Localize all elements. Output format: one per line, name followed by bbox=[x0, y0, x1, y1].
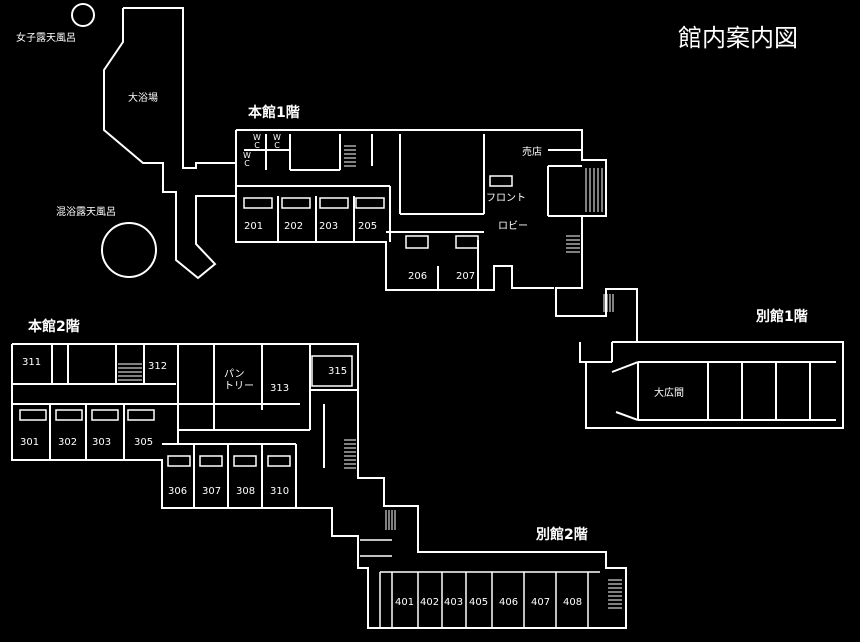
room-407: 407 bbox=[531, 597, 551, 608]
label-wc-3: W C bbox=[243, 151, 251, 168]
women-bath-pool bbox=[71, 3, 95, 27]
room-206: 206 bbox=[408, 271, 428, 282]
room-203: 203 bbox=[319, 221, 339, 232]
label-pantry-1: パン bbox=[224, 369, 245, 380]
room-405: 405 bbox=[469, 597, 489, 608]
room-403: 403 bbox=[444, 597, 464, 608]
stairs-2f bbox=[118, 363, 622, 609]
label-pantry-2: トリー bbox=[224, 381, 254, 392]
label-women-bath: 女子露天風呂 bbox=[16, 33, 76, 44]
mixed-bath-pool bbox=[101, 222, 157, 278]
room-202: 202 bbox=[284, 221, 304, 232]
room-306: 306 bbox=[168, 486, 188, 497]
large-bath-building bbox=[103, 7, 236, 280]
label-mixed-bath: 混浴露天風呂 bbox=[56, 207, 116, 218]
room-207: 207 bbox=[456, 271, 476, 282]
floor-label-bekkan-1f: 別館1階 bbox=[756, 309, 808, 325]
room-307: 307 bbox=[202, 486, 222, 497]
room-fixtures-1f bbox=[243, 175, 513, 249]
stairs-1f bbox=[344, 145, 614, 312]
room-201: 201 bbox=[244, 221, 264, 232]
room-310: 310 bbox=[270, 486, 290, 497]
room-313: 313 bbox=[270, 383, 290, 394]
room-301: 301 bbox=[20, 437, 40, 448]
room-308: 308 bbox=[236, 486, 256, 497]
page-title: 館内案内図 bbox=[678, 24, 798, 52]
room-205: 205 bbox=[358, 221, 378, 232]
room-402: 402 bbox=[420, 597, 440, 608]
bekkan-2f-rooms bbox=[360, 539, 600, 628]
room-302: 302 bbox=[58, 437, 78, 448]
label-wc-1: W C bbox=[253, 133, 261, 150]
room-fixtures-2f bbox=[19, 355, 353, 467]
floor-label-honkan-2f: 本館2階 bbox=[28, 319, 80, 335]
bekkan-1f-outline bbox=[579, 341, 844, 429]
honkan-2f-outline bbox=[11, 343, 627, 629]
room-401: 401 bbox=[395, 597, 415, 608]
floor-label-bekkan-2f: 別館2階 bbox=[536, 527, 588, 543]
room-305: 305 bbox=[134, 437, 154, 448]
label-lobby: ロビー bbox=[498, 221, 528, 232]
label-large-bath: 大浴場 bbox=[128, 93, 158, 104]
room-303: 303 bbox=[92, 437, 112, 448]
room-406: 406 bbox=[499, 597, 519, 608]
room-315: 315 bbox=[328, 366, 348, 377]
label-front: フロント bbox=[486, 193, 526, 204]
label-shop: 売店 bbox=[522, 147, 542, 158]
room-312: 312 bbox=[148, 361, 168, 372]
room-408: 408 bbox=[563, 597, 583, 608]
floor-label-honkan-1f: 本館1階 bbox=[248, 105, 300, 121]
label-wc-2: W C bbox=[273, 133, 281, 150]
label-hall: 大広間 bbox=[654, 388, 684, 399]
room-311: 311 bbox=[22, 357, 42, 368]
